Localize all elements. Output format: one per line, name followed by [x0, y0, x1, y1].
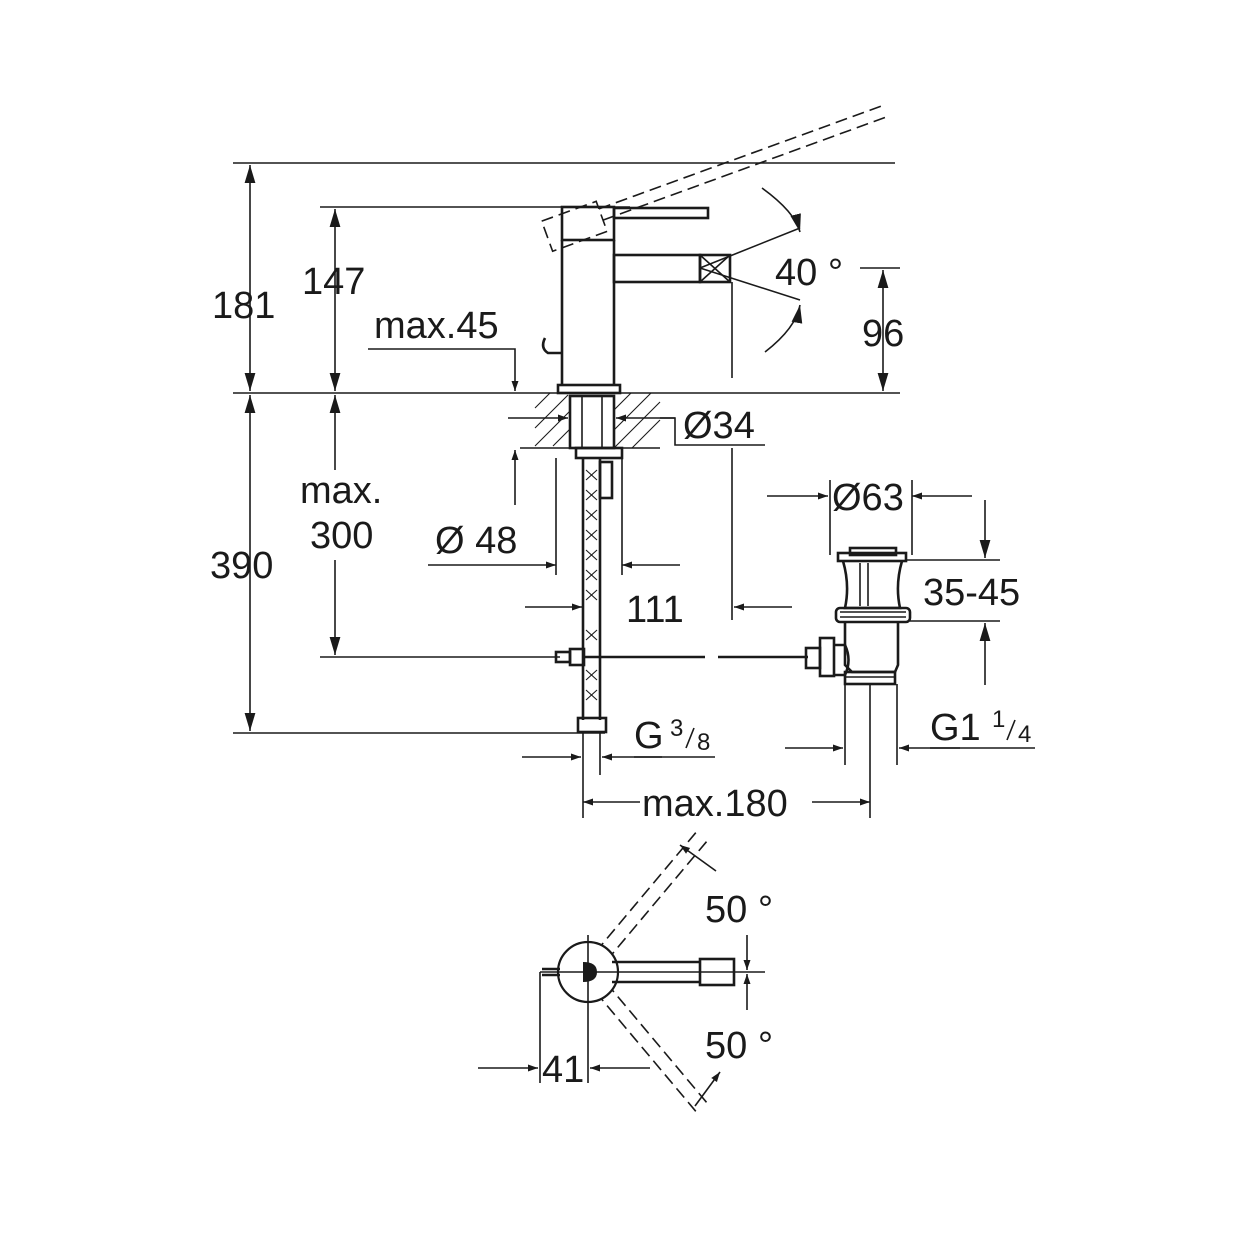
deck-section: [520, 392, 661, 449]
label-diam63: Ø63: [832, 477, 904, 519]
label-390: 390: [210, 545, 273, 587]
angle-arc-lower: [764, 304, 803, 353]
nut: [574, 446, 624, 460]
lever-base: [560, 205, 616, 242]
label-g38-den: 8: [697, 729, 710, 756]
spout: [612, 253, 702, 284]
label-96: 96: [862, 313, 904, 355]
top-view: 50 ° 50 ° 41: [478, 827, 773, 1117]
angle-arc-upper: [761, 187, 801, 233]
label-diam48: Ø 48: [435, 520, 517, 562]
label-g114-num: 1: [992, 706, 1005, 733]
label-50-upper: 50 °: [705, 889, 773, 931]
label-g114: G1: [930, 707, 981, 749]
label-max45: max.45: [374, 305, 499, 347]
spray-upper: [699, 227, 801, 269]
label-41: 41: [542, 1049, 584, 1091]
label-max300-line1: max.: [300, 470, 382, 512]
supply-hose: [581, 458, 602, 720]
label-max180: max.180: [642, 783, 788, 825]
label-111: 111: [626, 589, 684, 631]
label-147: 147: [302, 261, 365, 303]
side-view: 181 147 max.45 40 °: [210, 104, 1035, 825]
lever-alt-position: [540, 104, 888, 253]
label-diam34: Ø34: [683, 405, 755, 447]
popup-rod-guide: [598, 460, 614, 500]
label-g114-den: 4: [1018, 721, 1031, 748]
waste-fitting: [834, 546, 912, 686]
arrow-50-left-end: [679, 844, 717, 872]
label-181: 181: [212, 285, 275, 327]
label-40deg: 40 °: [775, 252, 843, 294]
spray-lower: [699, 267, 801, 301]
arrow-50-right-end: [694, 1071, 721, 1107]
body-base: [556, 383, 622, 395]
label-35-45: 35-45: [923, 572, 1020, 614]
label-g38-num: 3: [670, 715, 683, 742]
lever-handle: [612, 206, 710, 220]
label-max300-line2: 300: [310, 515, 373, 557]
label-g38: G: [634, 715, 664, 757]
hose-fitting: [576, 716, 608, 734]
shank: [568, 394, 616, 450]
label-50-lower: 50 °: [705, 1025, 773, 1067]
leader-max45: [368, 348, 519, 391]
popup-knob: [541, 337, 562, 355]
